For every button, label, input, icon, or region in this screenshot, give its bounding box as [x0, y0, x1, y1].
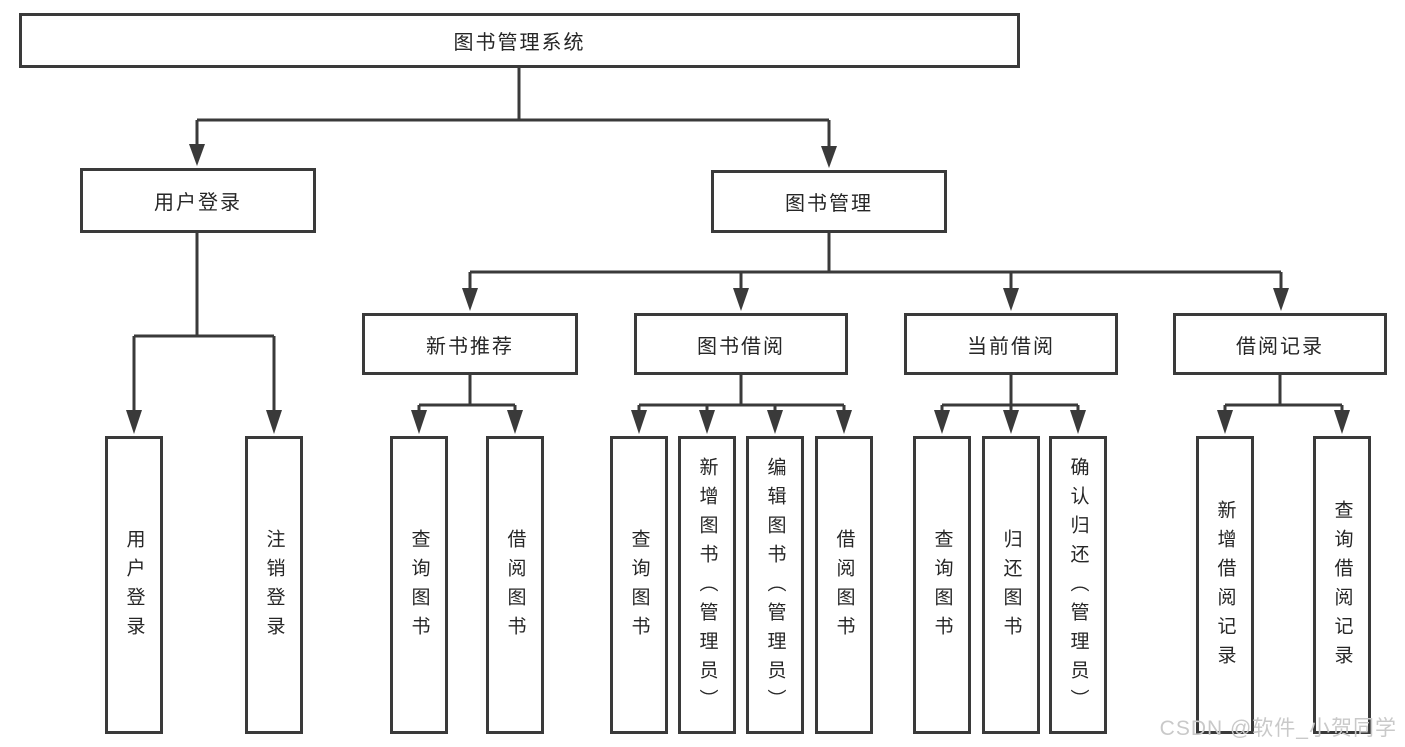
- connector-records-to-leaves: [1217, 375, 1350, 434]
- leaf-current-confirm-admin: 确认归还（管理员）: [1049, 436, 1107, 734]
- leaf-logout: 注销登录: [245, 436, 303, 734]
- node-new-book-rec: 新书推荐: [362, 313, 578, 375]
- connector-current-borrow-to-leaves: [934, 375, 1086, 434]
- leaf-user-login: 用户登录: [105, 436, 163, 734]
- connector-new-book-to-leaves: [411, 375, 523, 434]
- leaf-borrow-edit-admin: 编辑图书（管理员）: [746, 436, 804, 734]
- node-root: 图书管理系统: [19, 13, 1020, 68]
- leaf-current-return: 归还图书: [982, 436, 1040, 734]
- leaf-record-add: 新增借阅记录: [1196, 436, 1254, 734]
- node-book-mgmt: 图书管理: [711, 170, 947, 233]
- leaf-borrow-query: 查询图书: [610, 436, 668, 734]
- connector-book-borrow-to-leaves: [631, 375, 852, 434]
- node-borrow-records: 借阅记录: [1173, 313, 1387, 375]
- connector-root-to-level2: [189, 68, 837, 168]
- leaf-newbook-borrow: 借阅图书: [486, 436, 544, 734]
- leaf-borrow-borrow: 借阅图书: [815, 436, 873, 734]
- csdn-watermark: CSDN @软件_小贺同学: [1159, 717, 1397, 740]
- connector-book-mgmt-to-level3: [462, 233, 1289, 311]
- leaf-record-query: 查询借阅记录: [1313, 436, 1371, 734]
- node-book-borrow: 图书借阅: [634, 313, 848, 375]
- node-user-login: 用户登录: [80, 168, 316, 233]
- connector-user-login-to-leaves: [126, 233, 282, 434]
- leaf-current-query: 查询图书: [913, 436, 971, 734]
- node-current-borrow: 当前借阅: [904, 313, 1118, 375]
- leaf-borrow-add-admin: 新增图书（管理员）: [678, 436, 736, 734]
- leaf-newbook-query: 查询图书: [390, 436, 448, 734]
